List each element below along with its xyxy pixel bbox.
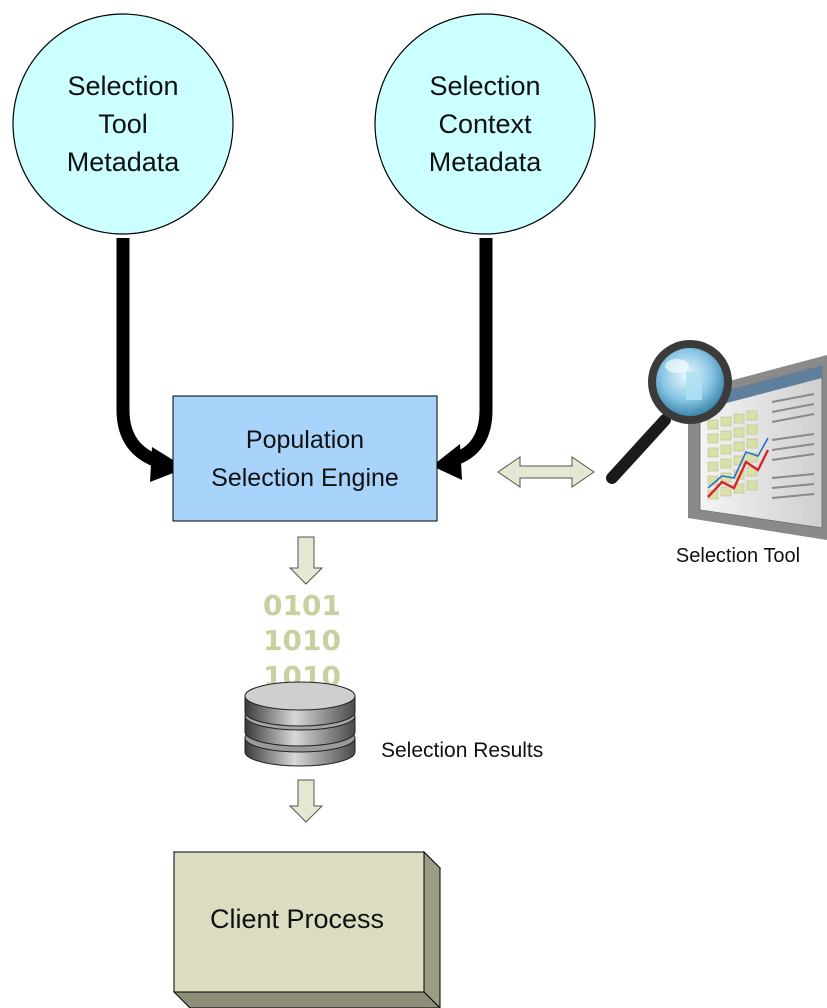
selection-context-metadata-node: Selection Context Metadata (374, 13, 596, 235)
selection-tool-metadata-line-1: Selection (67, 71, 178, 101)
client-process-label: Client Process (210, 904, 384, 934)
selection-context-metadata-line-1: Selection (429, 71, 540, 101)
engine-label-line-2: Selection Engine (211, 464, 399, 492)
connector-context-metadata-to-engine (432, 238, 493, 480)
binary-line-2: 1010 (263, 624, 341, 657)
selection-context-metadata-line-2: Context (438, 109, 532, 139)
client-process-node: Client Process (172, 850, 442, 1008)
selection-context-metadata-line-3: Metadata (429, 147, 543, 177)
engine-tool-double-arrow (497, 456, 595, 488)
binary-data-graphic: 0101 1010 1010 (263, 589, 341, 693)
results-to-client-arrow (288, 779, 324, 823)
selection-tool-icon (606, 340, 827, 540)
selection-tool-label: Selection Tool (676, 545, 800, 567)
selection-results-label: Selection Results (381, 739, 543, 762)
selection-tool-metadata-line-2: Tool (98, 109, 148, 139)
engine-to-results-arrow (288, 536, 324, 585)
database-icon (244, 681, 356, 767)
binary-line-1: 0101 (263, 589, 341, 622)
selection-tool-metadata-line-3: Metadata (67, 147, 181, 177)
engine-label-line-1: Population (246, 426, 364, 454)
selection-tool-metadata-node: Selection Tool Metadata (12, 13, 234, 235)
population-selection-engine-node: Population Selection Engine (172, 395, 438, 522)
connector-tool-metadata-to-engine (116, 238, 186, 482)
